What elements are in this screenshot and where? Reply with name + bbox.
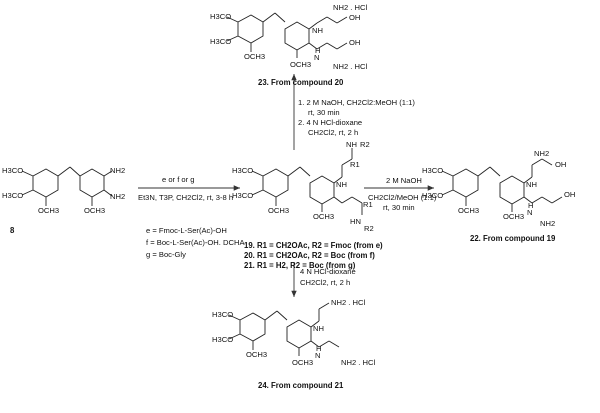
center-nh: NH [336, 180, 347, 189]
c8-ome3: OCH3 [38, 206, 60, 215]
c23-ome4: OCH3 [290, 60, 312, 69]
c23-ome3: OCH3 [244, 52, 266, 61]
center-hnr2: NH [346, 140, 357, 149]
c23-nh1: NH [312, 26, 323, 35]
c24-ome3: OCH3 [246, 350, 268, 359]
c23-oh2: OH [349, 38, 361, 47]
center-ome4: OCH3 [313, 212, 335, 221]
c24-n: N [315, 351, 321, 360]
c22-oh2: OH [564, 190, 576, 199]
c22-h: H [528, 201, 534, 210]
c23-salt2: NH2 . HCl [333, 62, 368, 71]
c22-nh2b: NH2 [540, 219, 556, 228]
c8-ome1: H3CO [2, 166, 24, 175]
caption-20: 20. R1 = CH2OAc, R2 = Boc (from f) [244, 251, 375, 260]
center-r1a: R1 [350, 160, 360, 169]
c8-ome2: H3CO [2, 191, 24, 200]
c8-label: 8 [10, 226, 15, 235]
cond2-line1: 2 M NaOH [386, 176, 422, 185]
cond-down-line2: CH2Cl2, rt, 2 h [300, 278, 351, 287]
center-ome1: H3CO [232, 166, 254, 175]
legend-f: f = Boc-L-Ser(Ac)-OH. DCHA [146, 238, 245, 247]
c8-nh2b: NH2 [110, 192, 126, 201]
cond-up-line4: CH2Cl2, rt, 2 h [308, 128, 359, 137]
c24-caption: 24. From compound 21 [258, 381, 344, 390]
c22-ome3: OCH3 [458, 206, 480, 215]
center-nh2: HN [350, 217, 361, 226]
c24-ome4: OCH3 [292, 358, 314, 367]
c24-ome1: H3CO [212, 310, 234, 319]
cond2-line2: CH2Cl2/MeOH (1:1) [368, 193, 437, 202]
c24-ome2: H3CO [212, 335, 234, 344]
c8-ome4: OCH3 [84, 206, 106, 215]
c23-n: N [314, 53, 320, 62]
caption-21: 21. R1 = H2, R2 = Boc (from g) [244, 261, 356, 270]
c22-nh2a: NH2 [534, 149, 550, 158]
c22-ome2: H3CO [422, 191, 444, 200]
center-ome3: OCH3 [268, 206, 290, 215]
c24-salt2: NH2 . HCl [341, 358, 376, 367]
structure-24 [228, 302, 340, 356]
structure-23 [226, 12, 348, 58]
structure-8 [21, 166, 113, 206]
structure-19-21 [251, 148, 363, 215]
cond2-line3: rt, 30 min [383, 203, 415, 212]
c23-salt1: NH2 . HCl [333, 3, 368, 12]
c23-ome2: H3CO [210, 37, 232, 46]
cond1-line1: e or f or g [162, 175, 195, 184]
c24-h: H [316, 344, 322, 353]
center-r1b: R1 [363, 200, 373, 209]
c22-ome1: H3CO [422, 166, 444, 175]
c23-oh1: OH [349, 13, 361, 22]
c23-caption: 23. From compound 20 [258, 78, 344, 87]
cond-up-line3: 2. 4 N HCl-dioxane [298, 118, 363, 127]
caption-19: 19. R1 = CH2OAc, R2 = Fmoc (from e) [244, 241, 383, 250]
center-r2a: R2 [360, 140, 370, 149]
c22-oh1: OH [555, 160, 567, 169]
center-r2b: R2 [364, 224, 374, 233]
cond-up-line1: 1. 2 M NaOH, CH2Cl2:MeOH (1:1) [298, 98, 415, 107]
c24-salt1: NH2 . HCl [331, 298, 366, 307]
cond-down-line1: 4 N HCl-dioxane [300, 267, 356, 276]
c22-n: N [527, 208, 533, 217]
cond1-line2: Et3N, T3P, CH2Cl2, rt, 3-8 h [138, 193, 234, 202]
c22-ome4: OCH3 [503, 212, 525, 221]
cond-up-line2: rt, 30 min [308, 108, 340, 117]
c8-nh2a: NH2 [110, 166, 126, 175]
legend-e: e = Fmoc-L-Ser(Ac)-OH [146, 226, 227, 235]
c22-nh: NH [526, 180, 537, 189]
legend-g: g = Boc-Gly [146, 250, 186, 259]
c22-caption: 22. From compound 19 [470, 234, 556, 243]
c23-h: H [315, 46, 321, 55]
c24-nh1: NH [313, 324, 324, 333]
structure-22 [441, 158, 563, 212]
c23-ome1: H3CO [210, 12, 232, 21]
center-ome2: H3CO [232, 191, 254, 200]
